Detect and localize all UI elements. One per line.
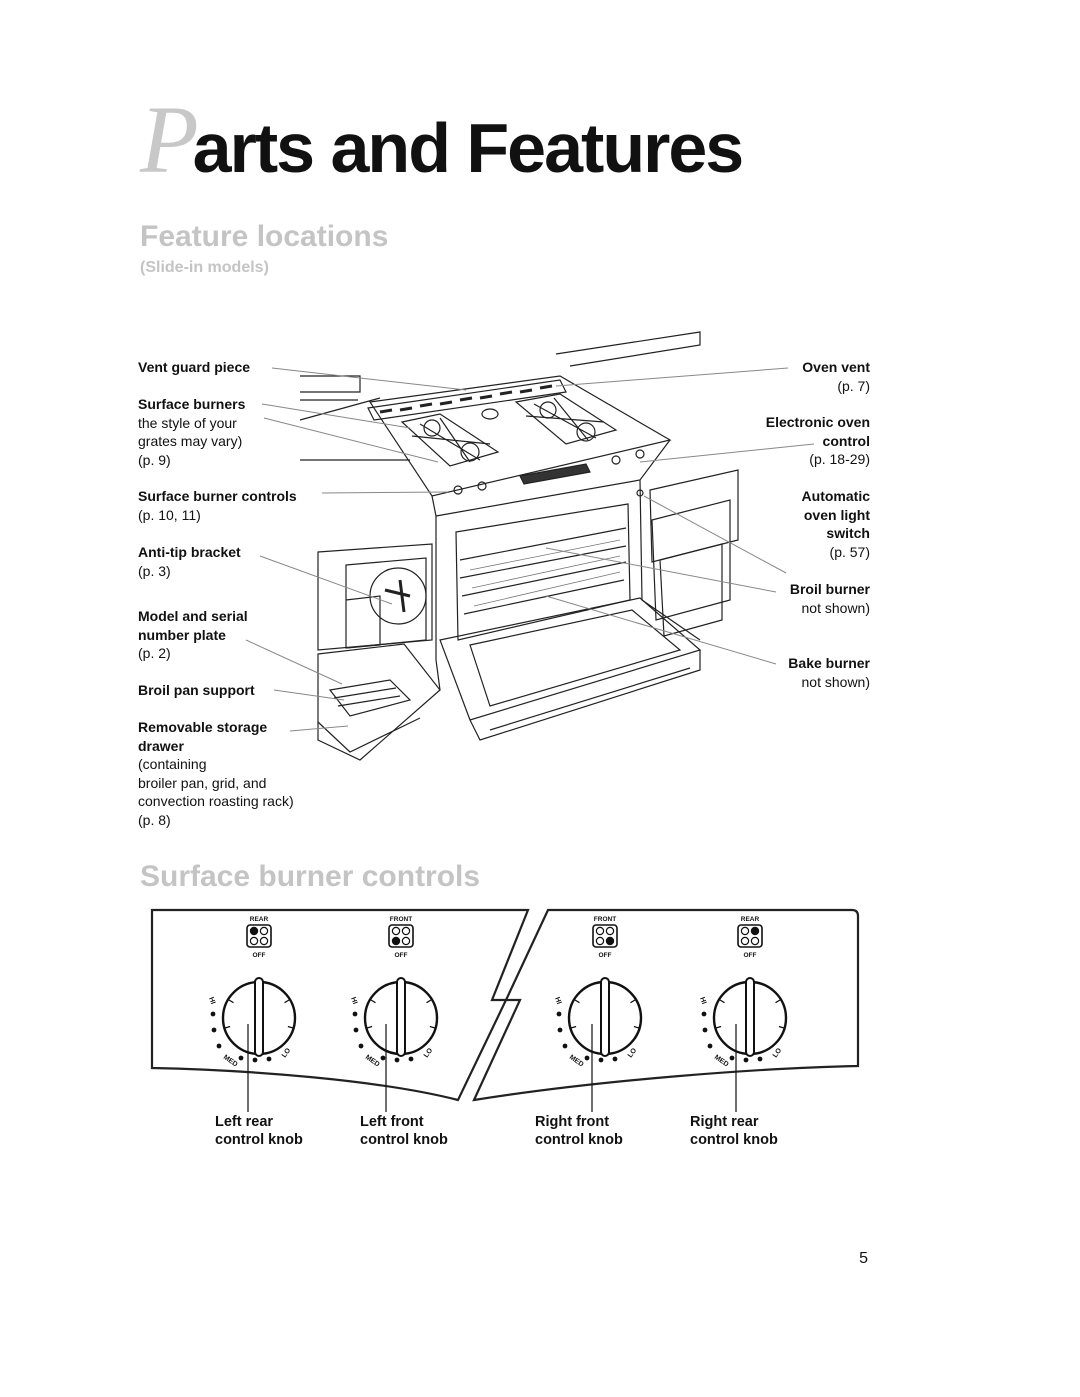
lo-label: LO — [627, 1047, 639, 1059]
lo-label: LO — [772, 1047, 784, 1059]
off-label: OFF — [253, 952, 266, 959]
knob-handle — [745, 977, 755, 1057]
callout-vent-guard: Vent guard piece — [138, 359, 251, 375]
burner-indicator-icon — [737, 924, 763, 948]
callout-surface-burners: Surface burners the style of your grates… — [138, 396, 246, 468]
knob-position-label: REAR — [741, 916, 760, 923]
off-label: OFF — [395, 952, 408, 959]
hi-label: HI — [553, 996, 562, 1005]
knob-position-label: FRONT — [594, 916, 616, 923]
knob-dial — [712, 980, 788, 1056]
callout-broil-pan-support: Broil pan support — [138, 682, 255, 698]
knob-handle — [396, 977, 406, 1057]
callout-anti-tip-bracket: Anti-tip bracket(p. 3) — [138, 544, 241, 579]
section-subheading-slide-in: (Slide-in models) — [140, 259, 269, 276]
lo-label: LO — [423, 1047, 435, 1059]
hi-label: HI — [349, 996, 358, 1005]
med-label: MED — [568, 1054, 585, 1069]
control-knob-3: FRONT OFF HI MED LO — [553, 916, 643, 1069]
burner-indicator-icon — [246, 924, 272, 948]
page-number: 5 — [859, 1250, 868, 1267]
knob-dial — [567, 980, 643, 1056]
hi-label: HI — [207, 996, 216, 1005]
knob-handle — [254, 977, 264, 1057]
knob-position-label: FRONT — [390, 916, 412, 923]
page-title-initial: P — [140, 86, 199, 193]
knob-dial — [221, 980, 297, 1056]
page-title-rest: arts and Features — [192, 109, 745, 187]
med-label: MED — [364, 1054, 381, 1069]
burner-indicator-icon — [592, 924, 618, 948]
knob-position-label: REAR — [250, 916, 269, 923]
callout-surface-burner-controls: Surface burner controls(p. 10, 11) — [138, 488, 297, 523]
control-knob-4: REAR OFF HI MED LO — [698, 916, 788, 1069]
section-heading-feature-locations: Feature locations — [140, 220, 389, 253]
control-knob-1: REAR OFF HI MED LO — [207, 916, 297, 1069]
knob-handle — [600, 977, 610, 1057]
med-label: MED — [713, 1054, 730, 1069]
off-label: OFF — [599, 952, 612, 959]
burner-indicator-icon — [388, 924, 414, 948]
off-label: OFF — [744, 952, 757, 959]
hi-label: HI — [698, 996, 707, 1005]
lo-label: LO — [281, 1047, 293, 1059]
section-heading-surface-burner-controls: Surface burner controls — [140, 860, 481, 893]
callout-oven-vent: Oven vent(p. 7) — [802, 359, 870, 394]
control-knob-2: FRONT OFF HI MED LO — [349, 916, 439, 1069]
knob-dial — [363, 980, 439, 1056]
page-title: Parts and Features — [140, 92, 745, 188]
med-label: MED — [222, 1054, 239, 1069]
